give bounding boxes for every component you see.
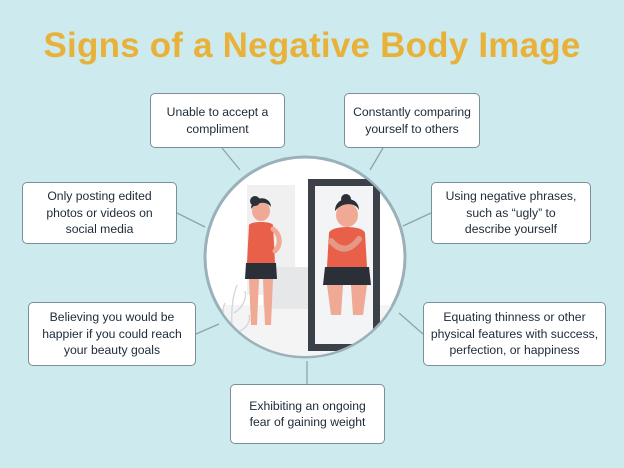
- sign-card-comparing: Constantly comparing yourself to others: [344, 93, 480, 148]
- sign-card-negative-phrases: Using negative phrases, such as “ugly” t…: [431, 182, 591, 244]
- sign-card-compliment: Unable to accept a compliment: [150, 93, 285, 148]
- connector-line: [369, 147, 384, 171]
- connector-line: [221, 147, 241, 171]
- connector-line: [195, 323, 220, 335]
- connector-line: [402, 212, 432, 227]
- connector-line: [398, 312, 424, 335]
- connector-line: [176, 212, 206, 228]
- mirror-reflection: [323, 194, 371, 315]
- sign-card-edited-photos: Only posting edited photos or videos on …: [22, 182, 177, 244]
- sign-card-beauty-goals: Believing you would be happier if you co…: [28, 302, 196, 366]
- body-image-illustration: [203, 155, 407, 359]
- sign-card-fear-weight: Exhibiting an ongoing fear of gaining we…: [230, 384, 385, 444]
- sign-card-thinness: Equating thinness or other physical feat…: [423, 302, 606, 366]
- woman-figure: [245, 196, 282, 325]
- page-title: Signs of a Negative Body Image: [43, 26, 581, 65]
